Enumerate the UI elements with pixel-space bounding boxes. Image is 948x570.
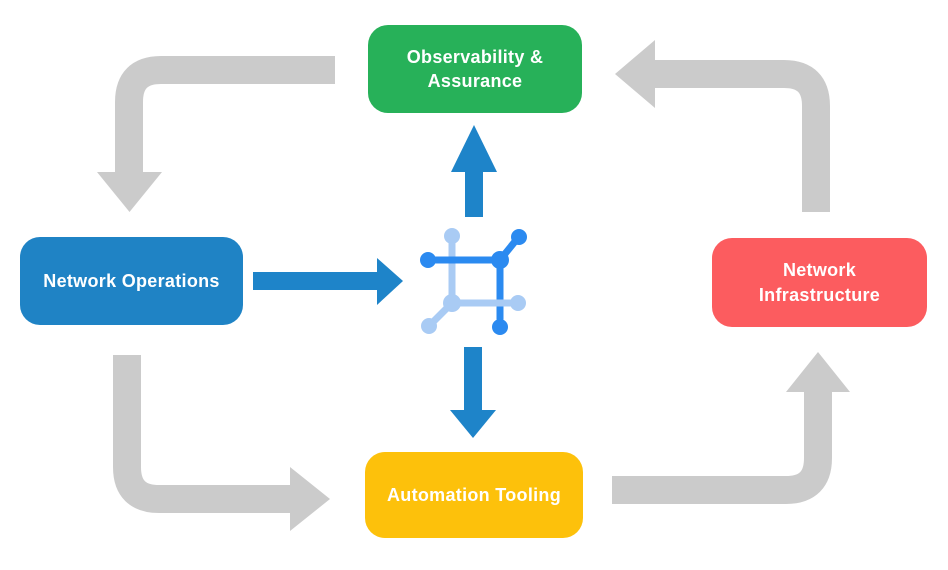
- arrow-head-down-icon: [450, 410, 496, 438]
- arrow-shaft: [115, 56, 335, 172]
- arrow-shaft: [113, 355, 290, 513]
- arrow-center-to-observability: [451, 125, 497, 217]
- icon-node: [443, 294, 461, 312]
- node-label: Network Operations: [43, 270, 220, 291]
- arrow-shaft: [612, 392, 832, 504]
- node-observability-assurance: Observability & Assurance: [368, 25, 582, 113]
- arrow-operations-to-automation: [113, 355, 330, 531]
- node-network-operations: Network Operations: [20, 237, 243, 325]
- arrow-center-to-automation: [450, 347, 496, 438]
- arrow-automation-to-infrastructure: [612, 352, 850, 504]
- icon-node: [510, 295, 526, 311]
- arrow-head-up-icon: [451, 125, 497, 172]
- icon-node: [421, 318, 437, 334]
- icon-node: [444, 228, 460, 244]
- icon-node: [491, 251, 509, 269]
- arrow-head-up-icon: [786, 352, 850, 392]
- arrow-operations-to-center: [253, 258, 403, 305]
- icon-node: [492, 319, 508, 335]
- network-mesh-icon: [420, 228, 527, 335]
- node-label: Observability & Assurance: [406, 46, 544, 91]
- node-label: Automation Tooling: [386, 484, 562, 505]
- node-label: Network Infrastructure: [758, 260, 881, 305]
- arrow-shaft: [655, 60, 830, 212]
- arrow-head-right-icon: [290, 467, 330, 531]
- arrow-infrastructure-to-observability: [615, 40, 830, 212]
- arrow-head-down-icon: [97, 172, 162, 212]
- node-automation-tooling: Automation Tooling: [365, 452, 583, 538]
- icon-node: [511, 229, 527, 245]
- node-network-infrastructure: Network Infrastructure: [712, 238, 927, 327]
- arrow-head-right-icon: [377, 258, 403, 305]
- arrow-head-left-icon: [615, 40, 655, 108]
- arrow-observability-to-operations: [97, 56, 335, 212]
- icon-node: [420, 252, 436, 268]
